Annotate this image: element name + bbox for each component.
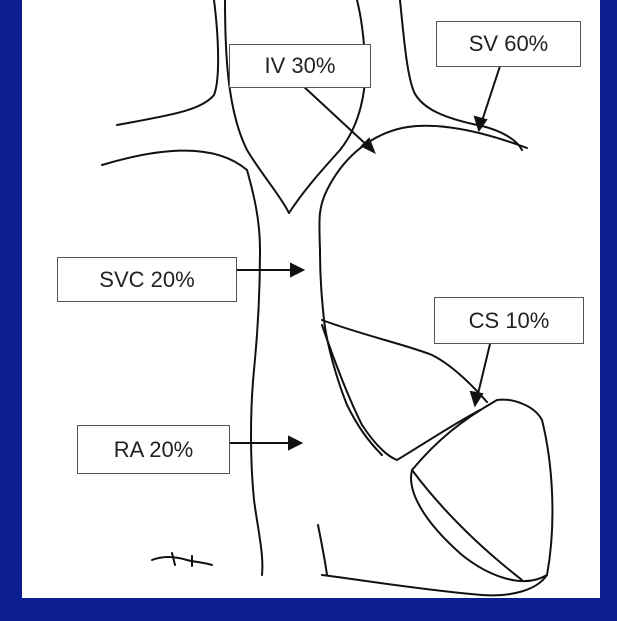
arrowhead-sv bbox=[475, 117, 486, 130]
svc-right-wall bbox=[320, 250, 382, 455]
corner-mark bbox=[152, 557, 212, 565]
arrowhead-cs bbox=[471, 392, 482, 405]
label-cs: CS 10% bbox=[434, 297, 584, 344]
label-iv-text: IV 30% bbox=[265, 55, 336, 77]
ventricle-right bbox=[411, 400, 552, 581]
label-iv: IV 30% bbox=[229, 44, 371, 88]
arrow-cs bbox=[477, 344, 490, 398]
right-subclavian-lower bbox=[319, 126, 527, 250]
septum-line bbox=[412, 470, 522, 580]
arrow-sv bbox=[481, 66, 500, 124]
left-vein-top bbox=[117, 0, 218, 125]
label-ra-text: RA 20% bbox=[114, 439, 194, 461]
label-svc: SVC 20% bbox=[57, 257, 237, 302]
ra-bottom-outer bbox=[322, 575, 547, 595]
ra-bottom bbox=[318, 525, 327, 575]
label-svc-text: SVC 20% bbox=[99, 269, 194, 291]
label-sv: SV 60% bbox=[436, 21, 581, 67]
label-ra: RA 20% bbox=[77, 425, 230, 474]
arrowhead-svc bbox=[291, 264, 303, 276]
inner-v-left bbox=[225, 0, 289, 213]
diagram-panel: IV 30% SV 60% SVC 20% CS 10% RA 20% bbox=[22, 0, 600, 598]
left-vein-bottom bbox=[102, 151, 247, 170]
label-sv-text: SV 60% bbox=[469, 33, 549, 55]
arrowhead-ra bbox=[289, 437, 301, 449]
label-cs-text: CS 10% bbox=[469, 310, 550, 332]
ra-left-wall bbox=[251, 370, 262, 575]
inner-v-right bbox=[289, 0, 365, 213]
arrow-iv bbox=[302, 85, 370, 148]
